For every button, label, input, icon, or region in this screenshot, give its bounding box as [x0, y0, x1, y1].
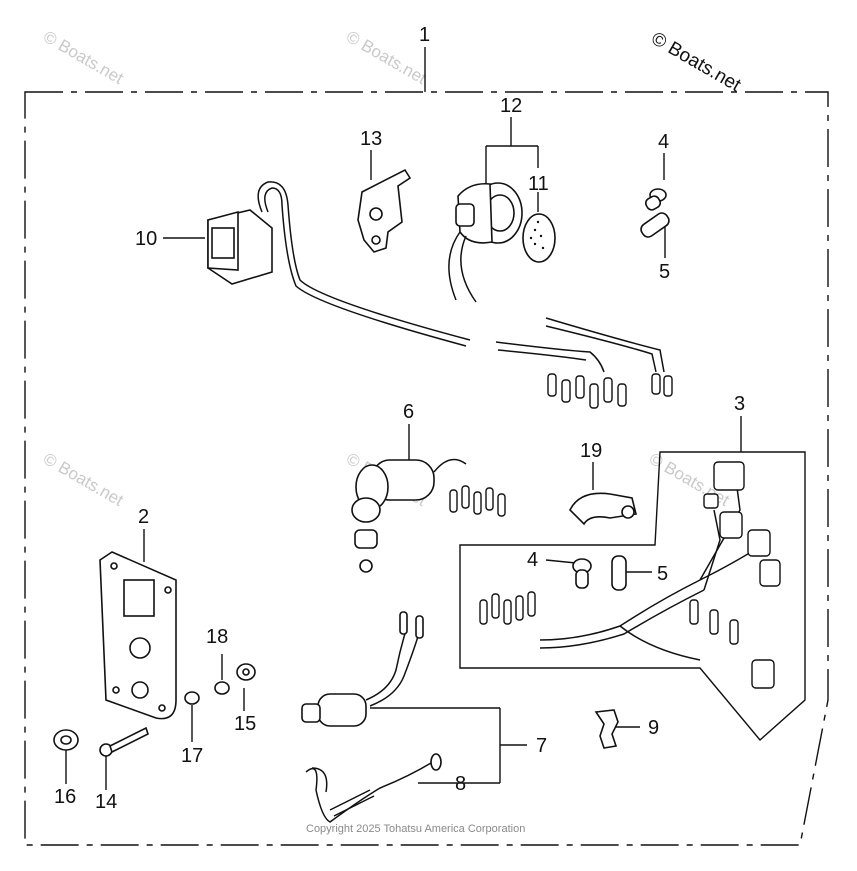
copyright-text: Copyright 2025 Tohatsu America Corporati…	[306, 823, 525, 835]
callout-9: 9	[648, 717, 659, 739]
watermark-main: © Boats.net	[648, 28, 745, 96]
part-15-nut	[236, 663, 256, 681]
watermark-faint-3: © Boats.net	[40, 449, 127, 510]
part-14-screw	[99, 726, 149, 757]
assembly-boundary	[24, 91, 829, 846]
callout-18: 18	[206, 626, 228, 648]
part-16-nut	[53, 729, 79, 751]
part-5-sleeve-top	[640, 212, 670, 238]
subassembly-3-boundary	[459, 451, 806, 742]
part-17-washer	[184, 691, 200, 705]
part-10-switch	[207, 181, 471, 347]
part-7-stop-switch	[301, 611, 424, 727]
callout-14: 14	[95, 791, 117, 813]
callout-2: 2	[138, 506, 149, 528]
callout-17: 17	[181, 745, 203, 767]
callout-11: 11	[528, 173, 549, 195]
callout-10: 10	[135, 228, 157, 250]
part-6-key-switch	[351, 458, 506, 573]
callout-13: 13	[360, 128, 382, 150]
part-3-harness	[479, 461, 781, 689]
callout-labels: 1 12 13 4 11 10 5 3 6 19 2 4 5 18 15 9 7…	[54, 24, 745, 813]
part-13-bracket	[357, 168, 412, 253]
watermark-faint-2: © Boats.net	[343, 27, 430, 88]
part-12-buzzer	[448, 182, 523, 303]
callout-12: 12	[500, 95, 522, 117]
callout-6: 6	[403, 401, 414, 423]
callout-5-top: 5	[659, 261, 670, 283]
callout-4-top: 4	[658, 131, 669, 153]
part-4-plug	[572, 558, 592, 589]
callout-15: 15	[234, 713, 256, 735]
part-18-washer	[214, 681, 230, 695]
callout-19: 19	[580, 440, 602, 462]
part-8-lanyard	[305, 753, 442, 823]
part-2-plate	[99, 551, 177, 720]
harness-center	[495, 317, 673, 409]
callout-7: 7	[536, 735, 547, 757]
part-9-clip	[594, 709, 619, 749]
callout-3: 3	[734, 393, 745, 415]
part-19-clamp	[569, 492, 637, 526]
part-4-plug-top	[644, 188, 667, 211]
callout-5: 5	[657, 563, 668, 585]
callout-1: 1	[419, 24, 430, 46]
faint-watermarks: © Boats.net © Boats.net © Boats.net © Bo…	[40, 27, 733, 510]
callout-8: 8	[455, 773, 466, 795]
part-11-grille	[522, 213, 556, 263]
part-5-sleeve	[611, 555, 627, 591]
callout-4: 4	[527, 549, 538, 571]
watermark-faint-1: © Boats.net	[40, 27, 127, 88]
leader-lines	[65, 47, 742, 790]
callout-16: 16	[54, 786, 76, 808]
